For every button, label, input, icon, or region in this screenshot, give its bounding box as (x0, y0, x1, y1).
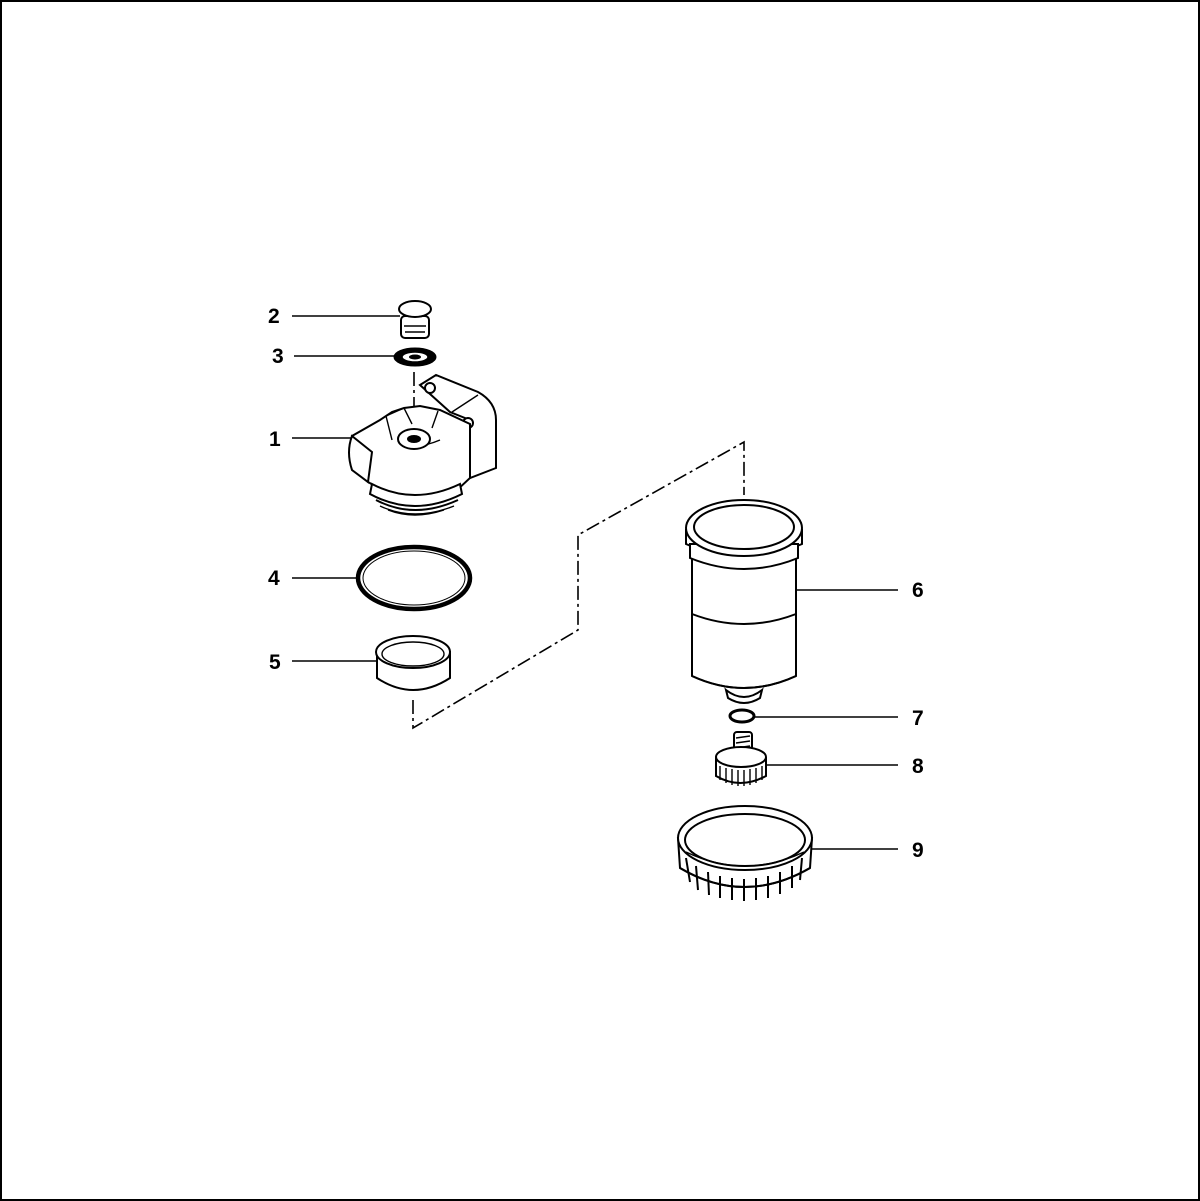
callout-7: 7 (912, 707, 924, 730)
part-6-filter-bowl (685, 499, 803, 704)
callout-labels: 2 3 1 4 5 6 7 8 9 (268, 305, 924, 862)
callout-3: 3 (272, 345, 284, 368)
part-7-small-washer (728, 708, 756, 724)
callout-4: 4 (268, 567, 280, 590)
part-8-drain-plug (715, 731, 767, 786)
callout-1: 1 (269, 428, 281, 451)
part-9-ring-nut (676, 805, 814, 901)
part-1-filter-head (348, 373, 497, 516)
callout-9: 9 (912, 839, 924, 862)
callout-6: 6 (912, 579, 924, 602)
part-3-washer (393, 347, 437, 367)
callout-2: 2 (268, 305, 280, 328)
leader-lines (292, 315, 898, 850)
callout-5: 5 (269, 651, 281, 674)
part-4-o-ring (355, 544, 473, 612)
callout-8: 8 (912, 755, 924, 778)
assembly-axis-lines (412, 372, 745, 730)
part-5-sealing-ring (375, 635, 451, 691)
part-2-plug (398, 300, 432, 339)
